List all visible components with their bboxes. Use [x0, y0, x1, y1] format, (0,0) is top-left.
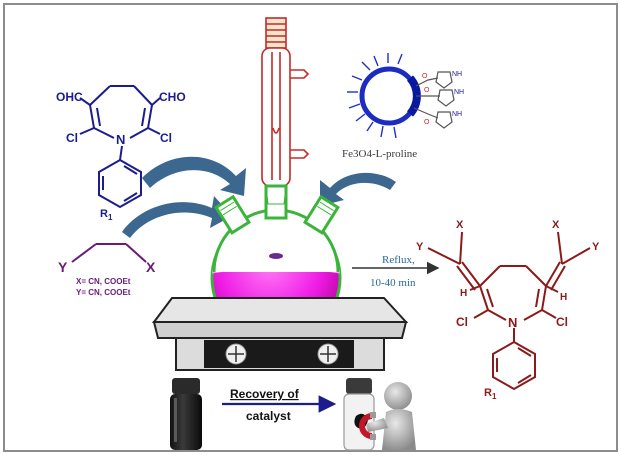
hot-plate-stirrer-icon — [152, 297, 409, 371]
proline-nh-label-3: NH — [452, 111, 462, 118]
left-r1-label: R1 — [100, 208, 113, 222]
left-cl-label-2: Cl — [160, 131, 172, 145]
catalyst-label: Fe3O4-L-proline — [342, 148, 417, 160]
left-cho-label-1: OHC — [56, 90, 83, 104]
proline-nh-label-2: NH — [454, 89, 464, 96]
condenser-stopper — [265, 17, 287, 49]
methylene-reagent — [71, 243, 147, 263]
product-h-label-1: H — [460, 288, 467, 299]
product-n-label: N — [508, 315, 517, 330]
curved-arrow-lower-left — [122, 196, 232, 238]
dialdehyde-molecule — [79, 85, 161, 209]
left-cl-label-1: Cl — [66, 131, 78, 145]
reagent-x-definition: X= CN, COOEt — [76, 277, 131, 286]
reagent-y-definition: Y= CN, COOEt — [76, 288, 131, 297]
vial-dark-icon — [170, 378, 202, 450]
reflux-label: Reflux, — [382, 254, 415, 266]
product-y-label-2: Y — [592, 241, 600, 253]
product-y-label-1: Y — [416, 241, 424, 253]
recovery-label-line2: catalyst — [246, 409, 291, 423]
product-cl-label-2: Cl — [556, 315, 568, 329]
magnetic-nanoparticle-icon: NH NH NH O O O — [347, 53, 464, 139]
left-cho-label-2: CHO — [159, 90, 186, 104]
curved-arrow-upper-left — [142, 156, 246, 196]
proline-o-label-1: O — [422, 73, 428, 80]
round-bottom-flask-icon — [210, 184, 342, 344]
fe3o4-core — [359, 66, 419, 126]
product-x-label-1: X — [456, 219, 464, 231]
proline-nh-label-1: NH — [452, 71, 462, 78]
reagent-y-label: Y — [58, 259, 68, 275]
proline-o-label-3: O — [424, 119, 430, 126]
reaction-time-label: 10-40 min — [370, 277, 416, 289]
product-molecule — [427, 231, 591, 391]
addition-arrows — [122, 156, 396, 238]
proline-o-label-2: O — [424, 87, 430, 94]
stirrer-knob-right — [317, 343, 339, 365]
reagent-x-label: X — [146, 259, 156, 275]
magnet-figure-icon — [359, 382, 416, 450]
curved-arrow-right — [320, 172, 396, 206]
product-x-label-2: X — [552, 219, 560, 231]
product-h-label-2: H — [560, 292, 567, 303]
product-r1-label: R1 — [484, 387, 497, 401]
left-n-label: N — [116, 132, 125, 147]
recovery-label-line1: Recovery of — [230, 387, 300, 401]
stirrer-knob-left — [225, 343, 247, 365]
product-cl-label-1: Cl — [456, 315, 468, 329]
